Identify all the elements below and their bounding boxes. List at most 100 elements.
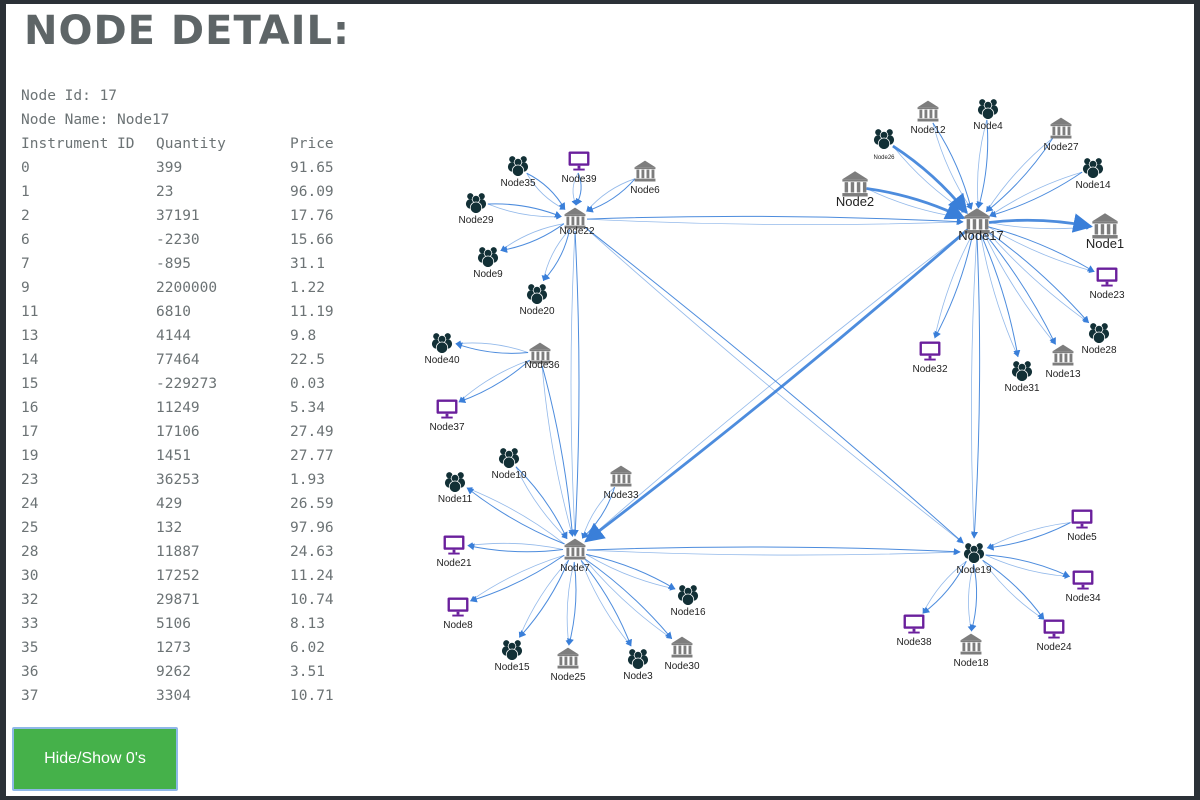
quantity-cell: 77464 — [156, 352, 200, 368]
graph-node[interactable]: Node2 — [836, 171, 874, 209]
graph-node[interactable]: Node10 — [491, 448, 527, 481]
graph-node[interactable]: Node20 — [519, 284, 555, 317]
graph-node[interactable]: Node31 — [1004, 361, 1040, 394]
graph-node-label: Node10 — [491, 470, 526, 481]
instrument-id-cell: 17 — [21, 424, 39, 440]
people-icon — [498, 448, 520, 469]
instrument-id-cell: 15 — [21, 376, 39, 392]
graph-edge — [983, 231, 1056, 345]
graph-node-label: Node2 — [836, 194, 874, 209]
graph-edge — [975, 119, 988, 209]
graph-edge — [982, 560, 1045, 620]
graph-node[interactable]: Node26 — [873, 129, 895, 161]
graph-node[interactable]: Node6 — [630, 160, 660, 196]
graph-node[interactable]: Node9 — [473, 247, 503, 280]
bank-icon — [842, 171, 868, 197]
hide-show-zeros-button[interactable]: Hide/Show 0's — [12, 727, 178, 791]
graph-edge — [518, 559, 569, 638]
monitor-icon — [1072, 570, 1094, 590]
graph-edge — [986, 522, 1071, 549]
bank-icon — [557, 647, 579, 669]
graph-node-label: Node27 — [1043, 142, 1078, 153]
graph-edge — [519, 559, 570, 638]
graph-node[interactable]: Node1 — [1086, 213, 1124, 251]
graph-node[interactable]: Node28 — [1081, 323, 1117, 356]
graph-node[interactable]: Node29 — [458, 193, 494, 226]
graph-node[interactable]: Node25 — [550, 647, 586, 683]
graph-node[interactable]: Node16 — [670, 585, 706, 618]
graph-edge — [455, 340, 529, 353]
graph-node[interactable]: Node30 — [664, 636, 700, 672]
graph-edge — [565, 561, 575, 646]
graph-node[interactable]: Node15 — [494, 640, 530, 673]
graph-edge — [570, 230, 578, 537]
graph-edge — [515, 466, 568, 540]
graph-node[interactable]: Node18 — [953, 633, 989, 669]
quantity-cell: 429 — [156, 496, 183, 512]
graph-edge — [988, 171, 1083, 218]
graph-node[interactable]: Node4 — [973, 99, 1003, 132]
price-cell: 17.76 — [290, 208, 334, 224]
graph-node[interactable]: Node17 — [958, 208, 1004, 243]
graph-node[interactable]: Node33 — [603, 465, 639, 501]
graph-node-label: Node13 — [1045, 369, 1080, 380]
graph-node-label: Node26 — [873, 155, 895, 161]
bank-icon — [564, 207, 586, 229]
graph-node[interactable]: Node3 — [623, 649, 653, 682]
graph-node[interactable]: Node14 — [1075, 158, 1111, 191]
graph-node[interactable]: Node40 — [424, 333, 460, 366]
graph-node[interactable]: Node8 — [443, 597, 473, 632]
bank-icon — [529, 342, 551, 364]
graph-node[interactable]: Node38 — [896, 614, 932, 649]
instrument-id-cell: 13 — [21, 328, 39, 344]
price-cell: 15.66 — [290, 232, 334, 248]
price-cell: 24.63 — [290, 544, 334, 560]
graph-node[interactable]: Node36 — [524, 342, 560, 371]
graph-edge — [500, 223, 565, 253]
graph-edge — [467, 543, 564, 553]
graph-node[interactable]: Node34 — [1065, 570, 1101, 605]
graph-edge — [541, 365, 576, 537]
graph-edge — [985, 137, 1054, 213]
graph-node[interactable]: Node32 — [912, 341, 948, 376]
graph-node[interactable]: Node37 — [429, 399, 465, 434]
graph-node[interactable]: Node5 — [1067, 509, 1097, 544]
instrument-id-cell: 1 — [21, 184, 30, 200]
instrument-id-cell: 9 — [21, 280, 30, 296]
graph-edge — [575, 172, 583, 206]
graph-node-label: Node38 — [896, 637, 931, 648]
graph-node-label: Node5 — [1067, 532, 1097, 543]
graph-node[interactable]: Node11 — [438, 472, 473, 505]
graph-node[interactable]: Node13 — [1045, 344, 1081, 380]
price-cell: 10.71 — [290, 688, 334, 704]
graph-node[interactable]: Node19 — [956, 543, 992, 576]
graph-node[interactable]: Node21 — [436, 535, 472, 570]
price-cell: 91.65 — [290, 160, 334, 176]
graph-edge — [458, 359, 530, 403]
quantity-cell: 132 — [156, 520, 183, 536]
graph-node-label: Node11 — [438, 494, 473, 505]
graph-edge — [985, 554, 1071, 578]
graph-node[interactable]: Node39 — [561, 151, 597, 186]
graph-node[interactable]: Node7 — [560, 538, 590, 574]
graph-node[interactable]: Node24 — [1036, 619, 1072, 654]
instrument-id-cell: 25 — [21, 520, 39, 536]
graph-node[interactable]: Node12 — [910, 100, 946, 136]
instrument-id-cell: 36 — [21, 664, 39, 680]
graph-edge — [986, 137, 1054, 213]
instrument-id-cell: 6 — [21, 232, 30, 248]
graph-edge — [571, 230, 580, 537]
graph-node-label: Node31 — [1004, 383, 1039, 394]
graph-edge — [567, 561, 577, 646]
graph-node-label: Node33 — [603, 490, 638, 501]
graph-node[interactable]: Node27 — [1043, 117, 1079, 153]
quantity-cell: 23 — [156, 184, 174, 200]
graph-node[interactable]: Node22 — [559, 207, 595, 237]
graph-node[interactable]: Node23 — [1089, 267, 1125, 302]
graph-node[interactable]: Node35 — [500, 156, 536, 189]
